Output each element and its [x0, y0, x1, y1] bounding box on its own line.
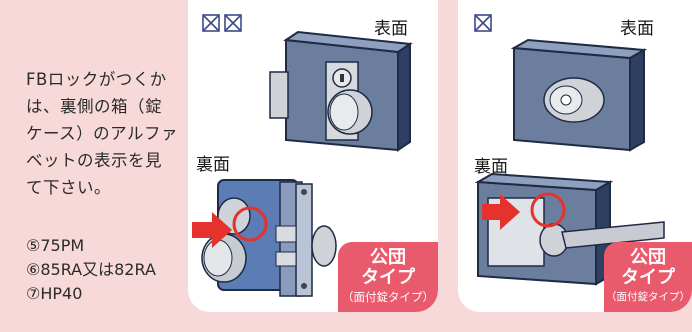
checkbox-icon [224, 14, 242, 32]
lock-illustration-left [192, 30, 413, 297]
arrow-marker [192, 212, 232, 248]
lock-card-left: 表面 裏面 公団 タイプ （面付錠タイプ） [188, 0, 438, 312]
lock-illustration-right [474, 38, 665, 286]
badge-line3: （面付錠タイプ） [606, 291, 690, 303]
checkbox-icon [202, 14, 220, 32]
badge-line2: タイプ [361, 267, 415, 288]
back-label: 裏面 [196, 155, 230, 175]
badge-line1: 公団 [370, 247, 406, 268]
type-badge: 公団 タイプ （面付錠タイプ） [338, 242, 438, 312]
highlight-circle [232, 206, 268, 242]
model-item: ⑤75PM [26, 236, 85, 255]
front-label: 表面 [374, 19, 408, 39]
type-badge: 公団 タイプ （面付錠タイプ） [604, 242, 692, 312]
back-lock-case [201, 179, 337, 297]
front-lock-box [269, 30, 413, 152]
instruction-text: FBロックがつくかは、裏側の箱（錠ケース）のアルファベットの表示を見て下さい。 [26, 66, 178, 201]
highlight-circle [530, 192, 566, 228]
model-item: ⑦HP40 [26, 284, 83, 303]
badge-line1: 公団 [630, 247, 666, 268]
instruction-paragraph: FBロックがつくかは、裏側の箱（錠ケース）のアルファベットの表示を見て下さい。 [26, 70, 179, 197]
badge-line3: （面付錠タイプ） [342, 290, 434, 304]
front-label: 表面 [620, 19, 654, 39]
checkbox-icon [474, 14, 492, 32]
back-label: 裏面 [474, 157, 508, 177]
model-list: ⑤75PM ⑥85RA又は82RA ⑦HP40 [26, 234, 156, 306]
model-item: ⑥85RA又は82RA [26, 260, 156, 279]
badge-line2: タイプ [621, 267, 675, 288]
arrow-marker [482, 194, 520, 230]
front-lock-box [510, 38, 648, 152]
lock-card-right: 表面 裏面 公団 タイプ （面付錠タイプ） [458, 0, 692, 312]
